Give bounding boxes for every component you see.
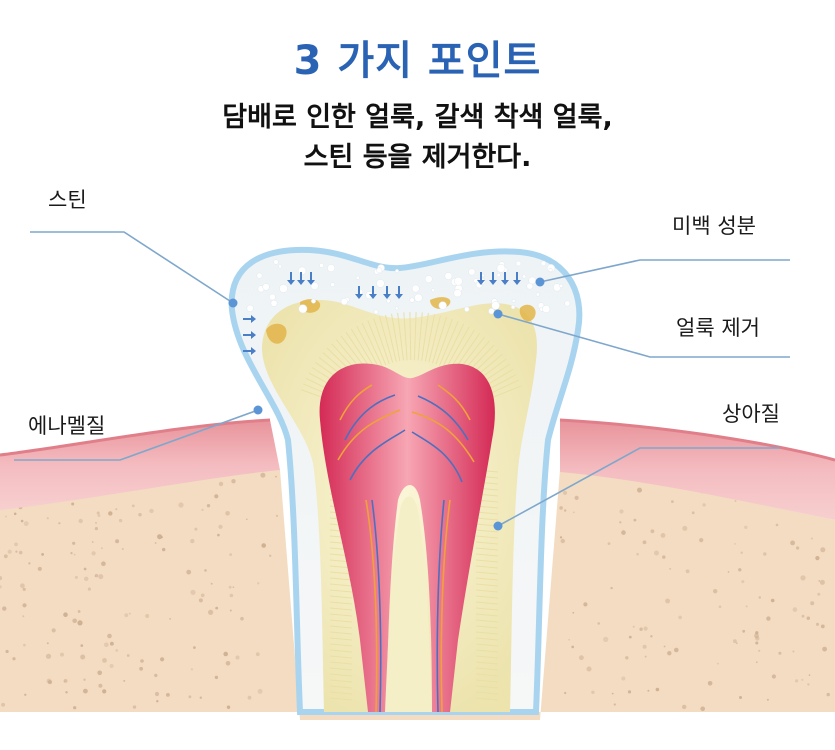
label-enamel: 에나멜질	[28, 414, 106, 438]
label-whitening: 미백 성분	[672, 214, 756, 238]
bone-texture	[0, 468, 833, 712]
nerves	[337, 384, 475, 713]
leader-lines	[14, 231, 790, 527]
leader-stain-removal	[497, 313, 790, 358]
label-stain: 스틴	[48, 188, 87, 212]
page-title: 3 가지 포인트	[293, 38, 542, 84]
label-dentin: 상아질	[722, 402, 780, 426]
gum	[0, 420, 280, 510]
pulp	[319, 363, 495, 712]
subtitle: 담배로 인한 얼룩, 갈색 착색 얼룩, 스틴 등을 제거한다.	[0, 98, 835, 178]
leader-dentin	[497, 447, 780, 527]
whitening-arrows	[243, 272, 521, 355]
whitening-particles	[246, 259, 571, 315]
leader-enamel	[14, 409, 259, 461]
label-stain-removal: 얼룩 제거	[676, 316, 760, 340]
leader-stain	[30, 231, 234, 304]
subtitle-line-1: 담배로 인한 얼룩, 갈색 착색 얼룩,	[222, 102, 613, 133]
subtitle-line-2: 스틴 등을 제거한다.	[303, 142, 532, 173]
leader-whitening	[539, 259, 790, 283]
leader-dots	[228, 277, 545, 531]
